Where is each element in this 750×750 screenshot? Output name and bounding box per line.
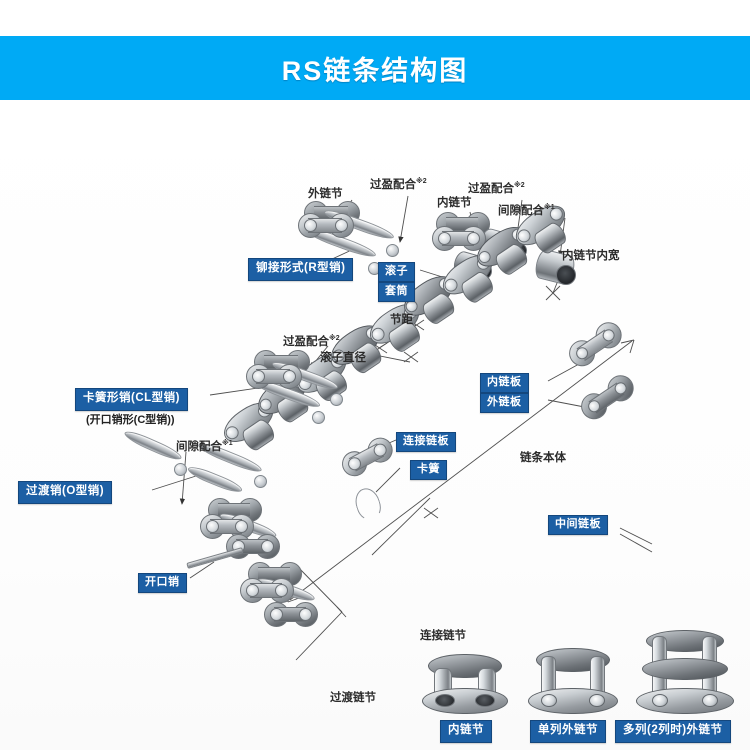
- leader-clearance-2: [179, 451, 187, 505]
- page-title: RS链条结构图: [281, 55, 469, 86]
- tag-spring-clip-pin-sub: (开口销形(C型销)): [86, 414, 175, 426]
- cl-pin-bottom-cap: [312, 411, 325, 424]
- transition-o-pin-upper-cap: [254, 475, 267, 488]
- label-pitch: 节距: [390, 314, 413, 326]
- outer-link-pin-top-cap: [386, 244, 399, 257]
- label-interference-fit-3: 过盈配合※2: [283, 335, 340, 348]
- label-roller-diameter: 滚子直径: [320, 352, 366, 364]
- tag-inner-plate: 内链板: [480, 373, 529, 393]
- transition-o-pin-lower: [186, 463, 244, 496]
- specimen-multi-outer-link: [636, 630, 734, 714]
- exploded-outer-link: [298, 195, 428, 275]
- label-interference-fit-1: 过盈配合※2: [370, 178, 427, 191]
- exploded-connecting-link: [196, 498, 316, 574]
- label-transition-link: 过渡链节: [330, 692, 376, 704]
- loose-bushing: [532, 247, 580, 290]
- label-inner-link: 内链节: [437, 197, 472, 209]
- clearance-pin-cap: [174, 463, 187, 476]
- tag-roller: 滚子: [378, 262, 415, 282]
- leader-o-pin: [151, 475, 197, 491]
- inner-plate-front: [432, 226, 486, 251]
- tag-outer-plate: 外链板: [480, 393, 529, 413]
- footnote-mark: ※2: [329, 335, 340, 342]
- detached-inner-plate: [564, 317, 627, 372]
- dim-body-cross-b: [423, 507, 439, 519]
- exploded-transition-link: [238, 562, 358, 652]
- label-inner-link-inner-width: 内链节内宽: [562, 250, 620, 262]
- cl-pin-top-cap: [330, 393, 343, 406]
- footnote-mark: ※1: [544, 204, 555, 211]
- header-banner: RS链条结构图: [0, 36, 750, 100]
- dim-body-tick-c: [629, 339, 635, 354]
- connecting-plate-detached: [337, 433, 398, 481]
- label-connecting-link: 连接链节: [420, 630, 466, 642]
- footnote-mark: ※2: [514, 182, 525, 189]
- exploded-cl-link: [240, 350, 370, 430]
- specimen-caption-0: 内链节: [440, 720, 492, 743]
- cl-plate-front: [246, 364, 302, 389]
- label-interference-fit-2: 过盈配合※2: [468, 182, 525, 195]
- specimen-caption-1: 单列外链节: [530, 720, 606, 743]
- tag-connecting-plate: 连接链板: [396, 432, 456, 452]
- tag-transition-pin: 过渡销(O型销): [18, 481, 113, 504]
- specimen-single-outer-link: [528, 648, 618, 714]
- label-clearance-fit-2: 间隙配合※1: [176, 440, 233, 453]
- spring-clip-part: [351, 485, 385, 523]
- tag-middle-plate: 中间链板: [548, 515, 608, 535]
- tag-bushing: 套筒: [378, 282, 415, 302]
- conn-plate-bottom: [226, 534, 280, 559]
- label-chain-body: 链条本体: [520, 452, 566, 464]
- trans-plate-bottom: [264, 602, 318, 627]
- tag-riveted-type: 铆接形式(R型销): [248, 258, 354, 281]
- dim-body-tick-d: [620, 339, 635, 344]
- loose-bushing-bore: [556, 265, 576, 285]
- footnote-mark: ※2: [416, 178, 427, 185]
- tag-cotter-pin: 开口销: [138, 573, 187, 593]
- leader-middle-plate-b: [619, 533, 653, 553]
- tag-spring-clip-pin: 卡簧形销(CL型销): [75, 388, 188, 411]
- specimen-caption-2: 多列(2列时)外链节: [615, 720, 731, 743]
- outer-plate-front: [298, 213, 354, 238]
- clearance-pin: [122, 427, 184, 464]
- label-clearance-fit-1: 间隙配合※1: [498, 204, 555, 217]
- detached-outer-plate: [576, 370, 639, 425]
- trans-plate-front: [240, 578, 294, 603]
- label-outer-link: 外链节: [308, 188, 343, 200]
- specimen-inner-link: [422, 654, 508, 714]
- leader-spring-clip: [375, 467, 401, 493]
- diagram-stage: 内链节 单列外链节 多列(2列时)外链节 外链节 过盈配合※2: [0, 100, 750, 750]
- tag-spring-clip: 卡簧: [410, 460, 447, 480]
- footnote-mark: ※1: [222, 440, 233, 447]
- dim-body-cross-a: [423, 507, 439, 519]
- leader-middle-plate-a: [619, 527, 653, 545]
